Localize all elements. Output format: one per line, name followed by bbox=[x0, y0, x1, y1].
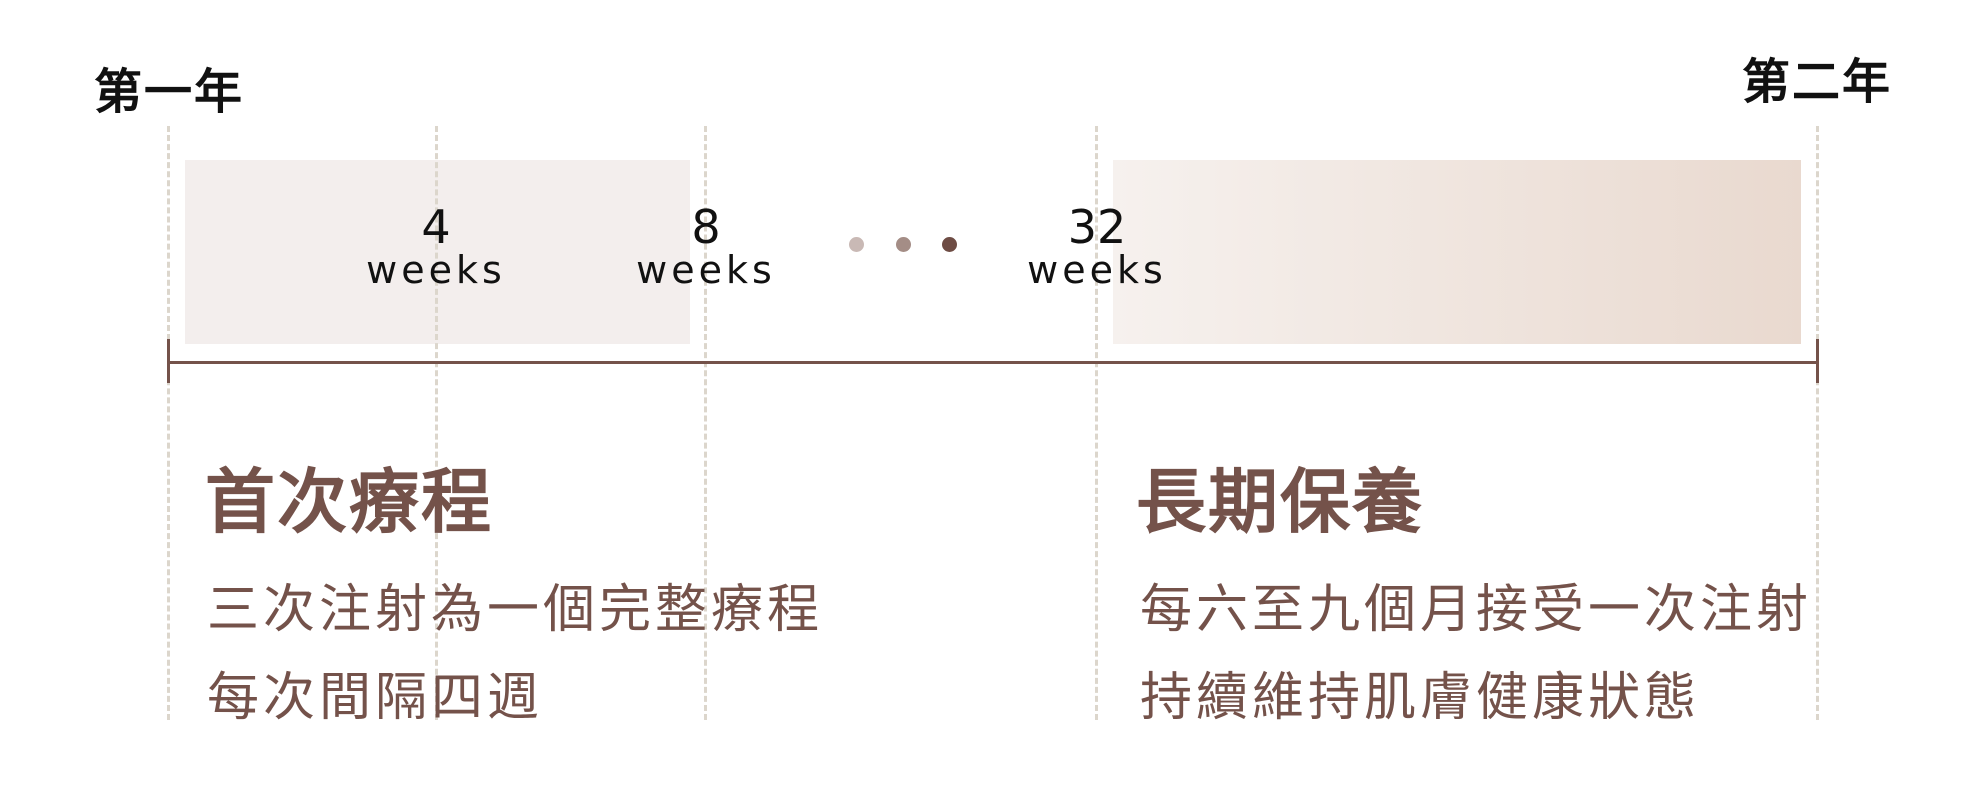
phase-title-maintenance: 長期保養 bbox=[1136, 461, 1424, 543]
timeline-axis bbox=[168, 361, 1818, 364]
description-line: 持續維持肌膚健康狀態 bbox=[1140, 668, 1701, 728]
description-line: 三次注射為一個完整療程 bbox=[207, 580, 824, 640]
divider-start bbox=[167, 126, 170, 720]
milestone-unit: weeks bbox=[1027, 248, 1167, 292]
divider-8-weeks bbox=[704, 126, 707, 720]
milestone-number: 4 bbox=[421, 200, 451, 254]
maintenance-band bbox=[1113, 160, 1801, 344]
milestone-number: 32 bbox=[1067, 200, 1127, 254]
year-start-label: 第一年 bbox=[94, 64, 245, 120]
milestone-unit: weeks bbox=[636, 248, 776, 292]
ellipsis-dot-icon bbox=[849, 237, 864, 252]
divider-4-weeks bbox=[435, 126, 438, 720]
milestone-unit: weeks bbox=[366, 248, 506, 292]
ellipsis-dot-icon bbox=[942, 237, 957, 252]
axis-end-tick bbox=[1816, 339, 1819, 383]
ellipsis-dot-icon bbox=[896, 237, 911, 252]
description-line: 每六至九個月接受一次注射 bbox=[1140, 580, 1813, 640]
milestone-number: 8 bbox=[691, 200, 721, 254]
milestone-4-weeks: 4 weeks bbox=[336, 204, 536, 290]
axis-start-tick bbox=[167, 339, 170, 383]
description-line: 每次間隔四週 bbox=[207, 668, 544, 728]
divider-end bbox=[1816, 126, 1819, 720]
milestone-32-weeks: 32 weeks bbox=[997, 204, 1197, 290]
phase-description-initial: 三次注射為一個完整療程 每次間隔四週 bbox=[207, 566, 823, 742]
phase-title-initial: 首次療程 bbox=[205, 461, 493, 543]
milestone-8-weeks: 8 weeks bbox=[606, 204, 806, 290]
divider-32-weeks bbox=[1095, 126, 1098, 720]
phase-description-maintenance: 每六至九個月接受一次注射 持續維持肌膚健康狀態 bbox=[1140, 566, 1812, 742]
year-end-label: 第二年 bbox=[1742, 54, 1893, 110]
